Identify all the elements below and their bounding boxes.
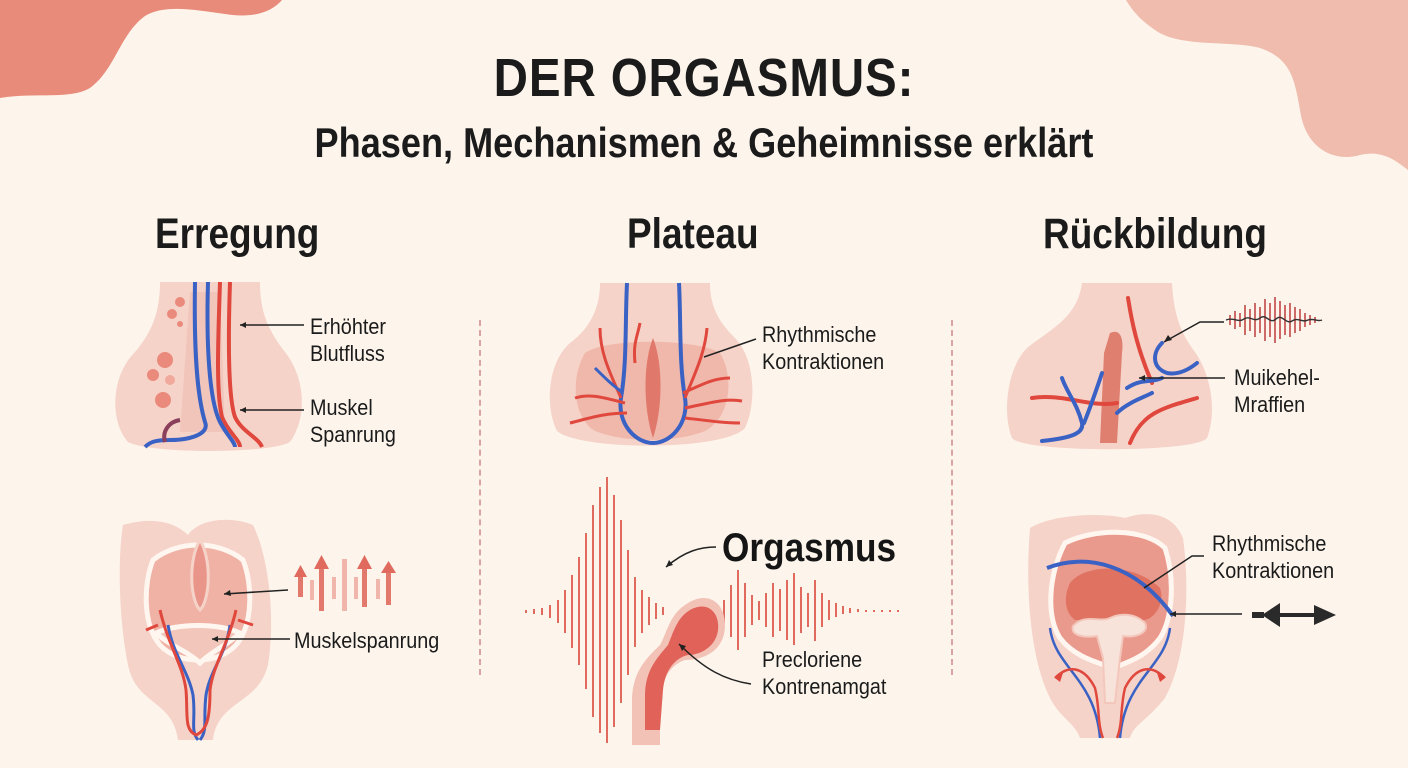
phase-title-rueckbildung: Rückbildung — [1043, 210, 1267, 258]
pointer-arrow — [1139, 375, 1225, 381]
rising-arrows-icon — [294, 555, 396, 611]
pointer-arrow — [1143, 555, 1204, 589]
pointer-arrow — [1163, 321, 1224, 343]
column-divider-right — [951, 320, 953, 675]
pointer-arrow — [703, 338, 757, 358]
phase-title-plateau: Plateau — [627, 210, 759, 258]
label-orgasmus: Orgasmus — [722, 526, 897, 570]
double-arrow-icon — [1252, 603, 1336, 627]
blood-vessels-illustration — [115, 281, 302, 451]
label-muskelspanrung: Muskelspanrung — [294, 628, 440, 653]
page-title: DER ORGASMUS: — [493, 48, 915, 108]
uterus-anatomy-illustration — [1028, 514, 1187, 739]
pointer-arrow — [665, 546, 717, 568]
label-rhythmische-kontraktionen-2: Rhythmische Kontraktionen — [1212, 531, 1335, 583]
label-muskel-spanrung: Muskel Spanrung — [310, 395, 396, 447]
label-erhoehter-blutfluss: Erhöhter Blutfluss — [310, 314, 386, 366]
label-rhythmische-kontraktionen: Rhythmische Kontraktionen — [762, 322, 885, 374]
column-divider-left — [479, 320, 481, 675]
pelvic-anatomy-illustration — [119, 519, 272, 741]
pointer-arrow — [1170, 611, 1242, 617]
pointer-arrow — [240, 407, 304, 413]
radiating-vessels-illustration — [549, 282, 753, 446]
label-muikehel-mraffien: Muikehel- Mraffien — [1234, 365, 1320, 417]
page-subtitle: Phasen, Mechanismen & Geheimnisse erklär… — [314, 119, 1094, 166]
phase-title-erregung: Erregung — [155, 210, 320, 258]
pointer-arrow — [240, 322, 304, 328]
label-precloriene-kontrenamgat: Precloriene Kontrenamgat — [762, 647, 887, 699]
waveform-pulse-illustration — [525, 477, 899, 745]
small-waveform-icon — [1225, 297, 1323, 343]
pointer-arrow — [223, 589, 289, 596]
branching-vessels-illustration — [1007, 283, 1212, 450]
pointer-arrow — [212, 636, 290, 642]
pointer-arrow — [678, 643, 752, 685]
